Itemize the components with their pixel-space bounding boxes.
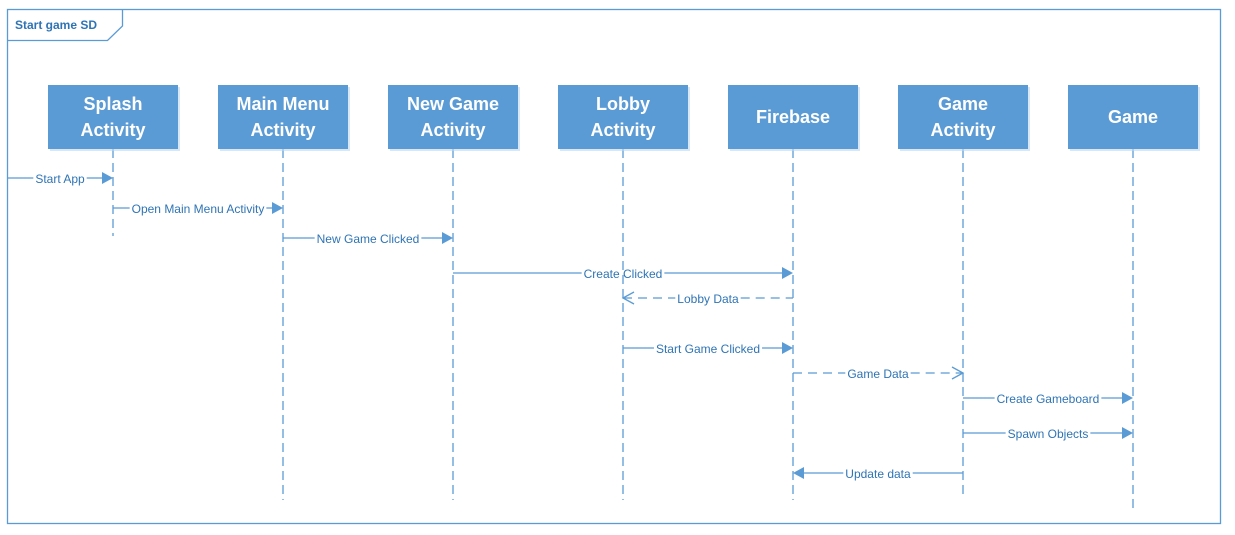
lifeline-title: Main Menu xyxy=(237,94,330,114)
message-label: Game Data xyxy=(847,367,909,381)
message-4: Create Clicked xyxy=(453,267,793,281)
lifeline-title: Firebase xyxy=(756,107,830,127)
message-arrowhead xyxy=(442,232,453,244)
message-label: New Game Clicked xyxy=(317,232,420,246)
message-5: Lobby Data xyxy=(621,291,793,306)
lifeline-game: Game xyxy=(1068,85,1200,512)
lifeline-head xyxy=(558,85,688,149)
message-8: Create Gameboard xyxy=(963,392,1133,406)
message-label: Start App xyxy=(35,172,85,186)
lifeline-head xyxy=(388,85,518,149)
message-6: Start Game Clicked xyxy=(623,342,793,356)
lifeline-head xyxy=(218,85,348,149)
frame-border xyxy=(6,8,1222,525)
message-10: Update data xyxy=(793,467,963,481)
lifeline-title: Activity xyxy=(80,120,145,140)
lifeline-title: New Game xyxy=(407,94,499,114)
message-arrowhead xyxy=(782,342,793,354)
lifeline-title: Game xyxy=(1108,107,1158,127)
message-3: New Game Clicked xyxy=(283,232,453,246)
lifeline-head xyxy=(728,85,858,149)
lifeline-title: Lobby xyxy=(596,94,650,114)
message-label: Start Game Clicked xyxy=(656,342,760,356)
frame-label: Start game SD xyxy=(15,18,97,32)
message-label: Create Clicked xyxy=(584,267,663,281)
lifeline-title: Game xyxy=(938,94,988,114)
lifeline-title: Splash xyxy=(83,94,142,114)
lifeline-title: Activity xyxy=(250,120,315,140)
lifeline-title: Activity xyxy=(420,120,485,140)
message-label: Create Gameboard xyxy=(997,392,1100,406)
lifeline-title: Activity xyxy=(930,120,995,140)
message-arrowhead xyxy=(621,291,635,305)
message-1: Start App xyxy=(7,172,113,186)
message-label: Lobby Data xyxy=(677,292,739,306)
frame-label-tab xyxy=(7,9,124,42)
message-arrowhead xyxy=(782,267,793,279)
message-arrowhead xyxy=(1122,427,1133,439)
message-arrowhead xyxy=(1122,392,1133,404)
message-arrowhead xyxy=(793,467,804,479)
lifeline-title: Activity xyxy=(590,120,655,140)
message-arrowhead xyxy=(272,202,283,214)
lifeline-head xyxy=(1068,85,1198,149)
lifeline-head xyxy=(898,85,1028,149)
message-arrowhead xyxy=(102,172,113,184)
message-2: Open Main Menu Activity xyxy=(113,202,283,216)
message-9: Spawn Objects xyxy=(963,427,1133,441)
message-label: Update data xyxy=(845,467,911,481)
lifeline-firebase: Firebase xyxy=(728,85,860,500)
message-7: Game Data xyxy=(793,366,965,381)
message-label: Open Main Menu Activity xyxy=(132,202,265,216)
message-arrowhead xyxy=(951,366,965,380)
lifeline-head xyxy=(48,85,178,149)
message-label: Spawn Objects xyxy=(1008,427,1089,441)
